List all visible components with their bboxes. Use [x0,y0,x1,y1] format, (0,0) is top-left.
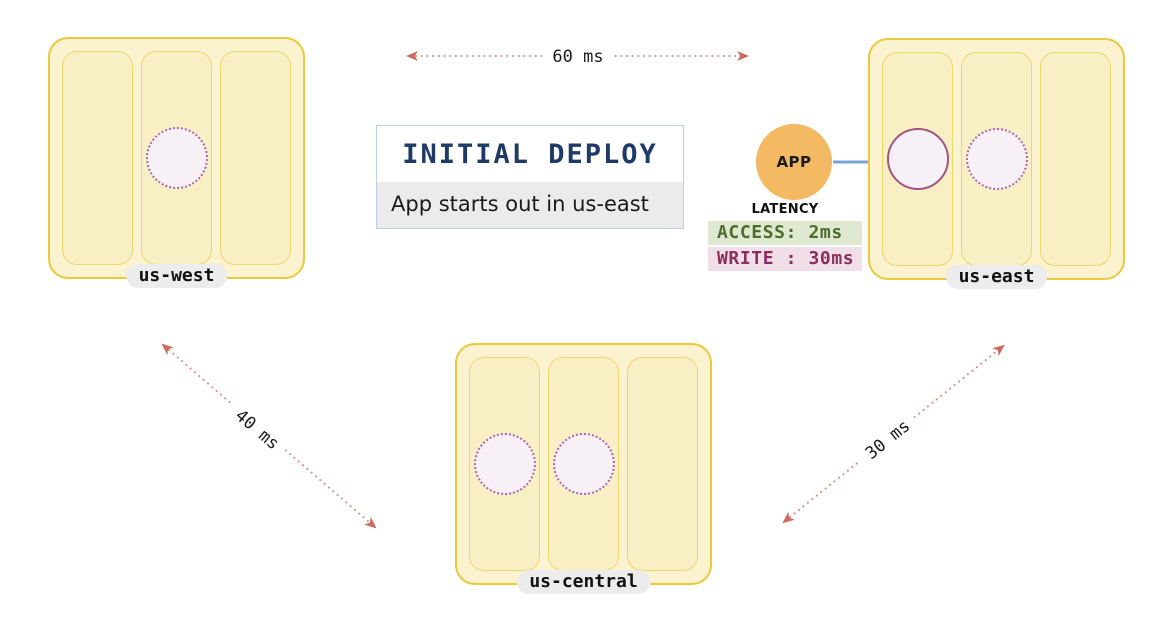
legend-row-access: ACCESS: 2ms [708,221,862,245]
rack-columns [882,52,1111,266]
db-node-dotted [965,128,1028,190]
rack-column [62,51,133,265]
rack-column [548,357,619,571]
rack-columns [469,357,698,571]
db-node-solid [886,128,949,190]
region-label-us-east: us-east [945,265,1048,289]
rack-column [1040,52,1111,266]
rack-column [882,52,953,266]
latency-label-west-east: 60 ms [543,47,613,67]
region-label-us-central: us-central [516,570,651,594]
rack-columns [62,51,291,265]
region-us-east: us-east [868,38,1125,289]
legend-row-write: WRITE : 30ms [708,247,862,271]
latency-label-west-central: 40 ms [224,399,290,461]
rack-column [469,357,540,571]
latency-legend: LATENCY ACCESS: 2ms WRITE : 30ms [708,202,862,273]
app-node: APP [756,124,832,200]
rack-column [961,52,1032,266]
db-node-dotted [473,433,536,495]
diagram-title: INITIAL DEPLOY [377,126,683,182]
region-us-west: us-west [48,37,305,288]
app-label: APP [776,153,812,171]
title-card: INITIAL DEPLOY App starts out in us-east [376,125,684,229]
latency-label-east-central: 30 ms [854,410,922,470]
db-node-dotted [552,433,615,495]
diagram-subtitle: App starts out in us-east [377,182,683,228]
region-label-us-west: us-west [125,264,228,288]
region-us-central: us-central [455,343,712,594]
db-node-dotted [145,127,208,189]
rack-column [627,357,698,571]
rack-column [220,51,291,265]
rack-column [141,51,212,265]
legend-heading: LATENCY [751,202,819,217]
